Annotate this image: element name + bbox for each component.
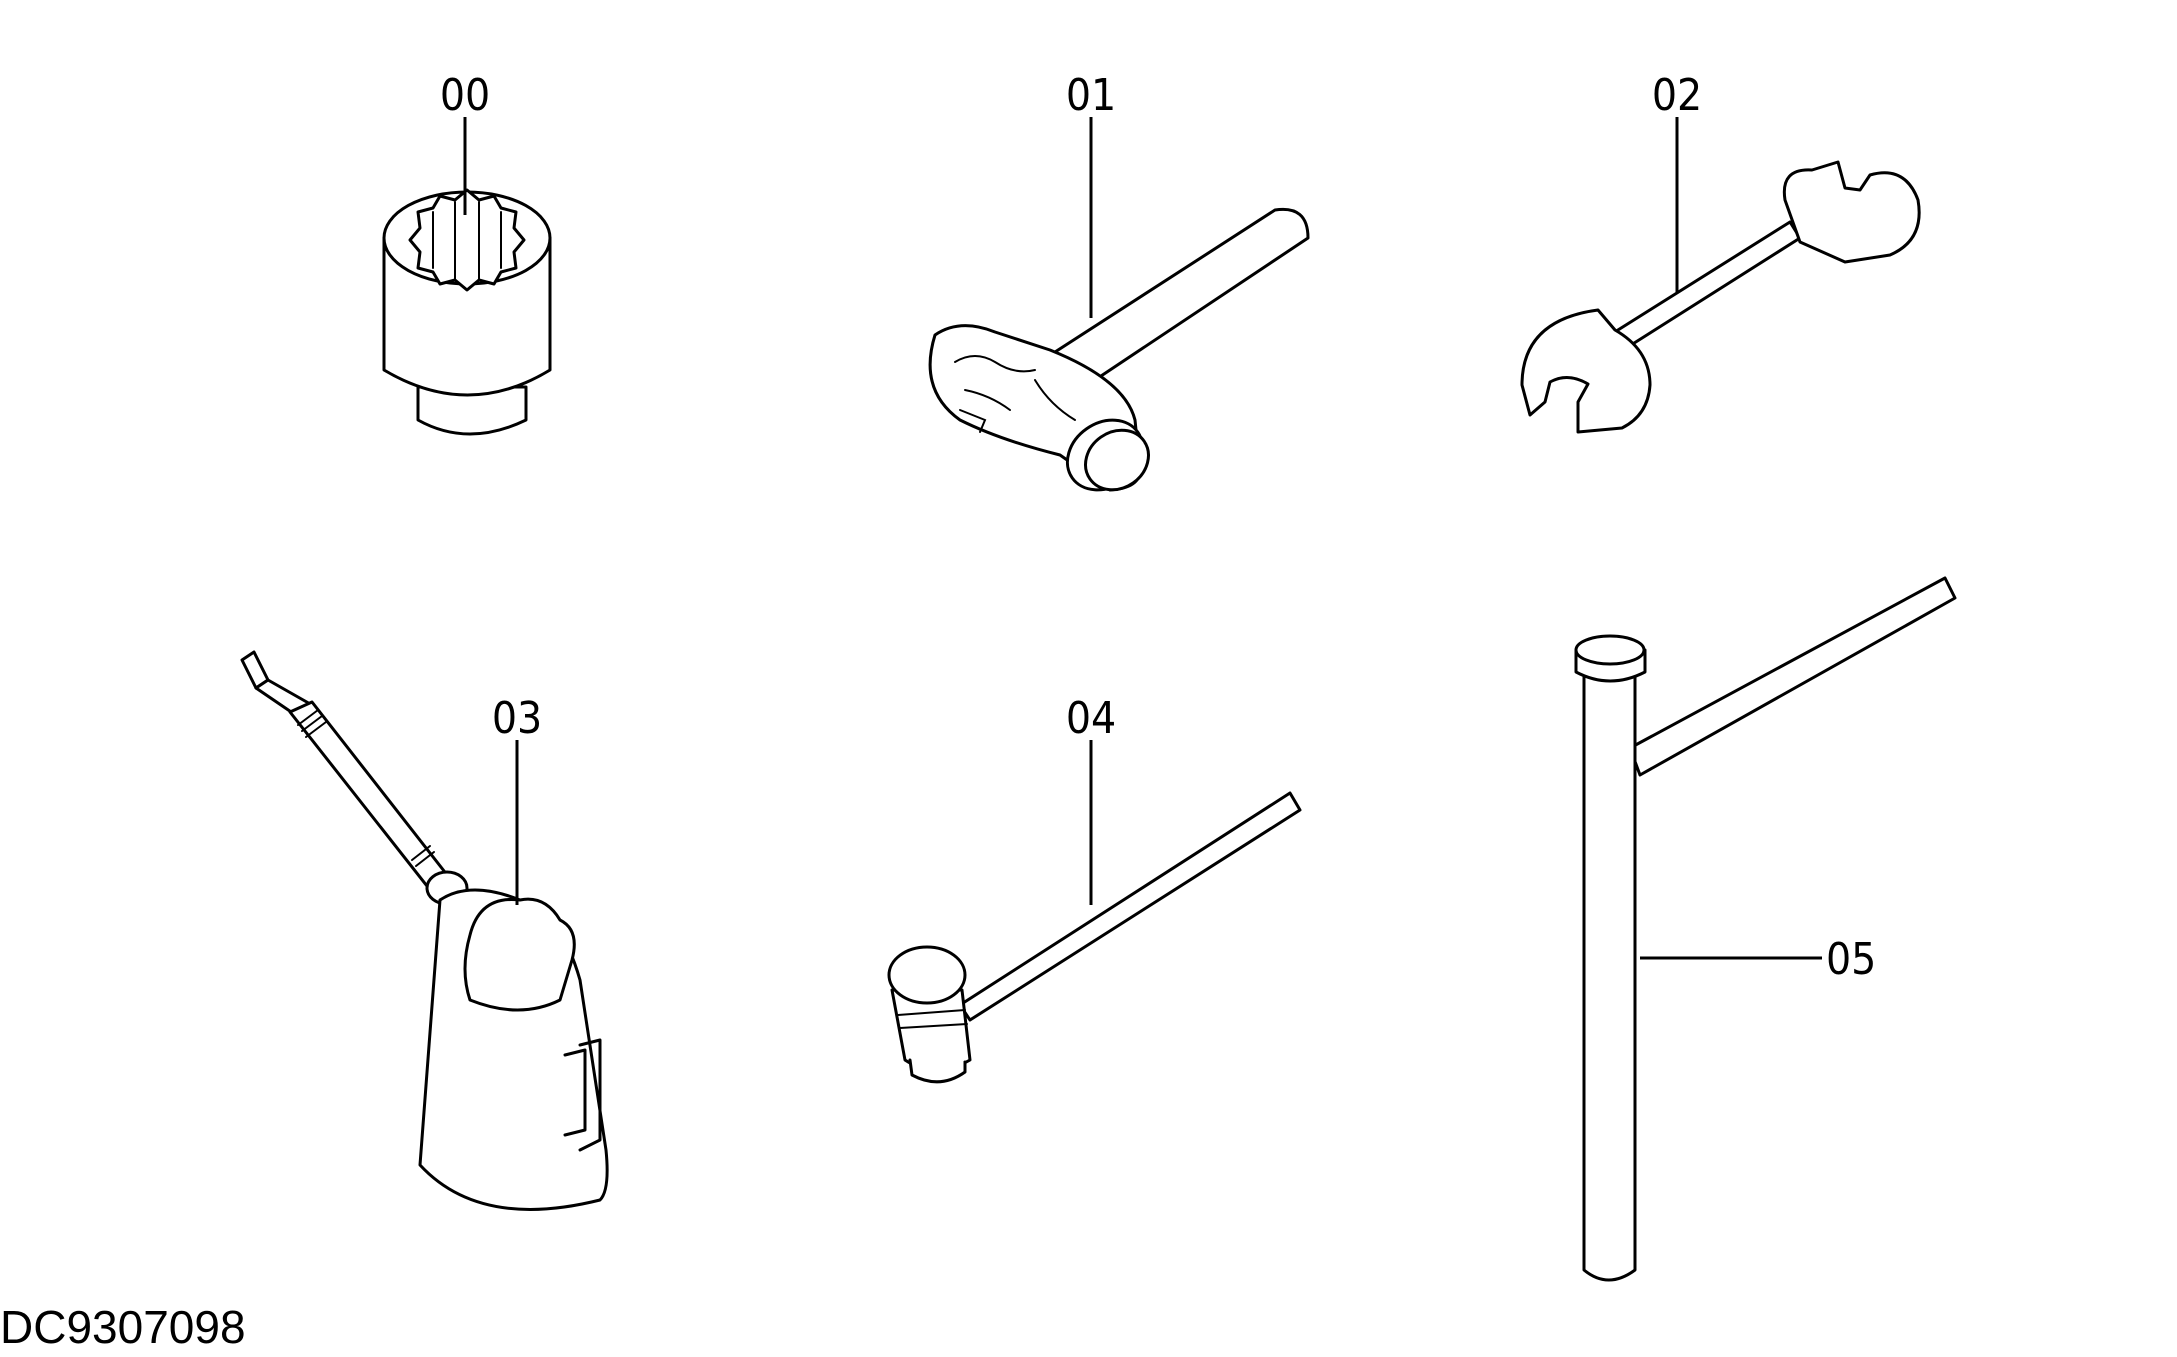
hammer-label: 01	[1066, 70, 1116, 121]
hammer-illustration	[928, 207, 1310, 492]
socket-label: 00	[440, 70, 490, 121]
mallet-label: 04	[1066, 693, 1116, 744]
wrench-label: 02	[1652, 70, 1702, 121]
oil-can-illustration	[240, 650, 609, 1211]
drawing-id: DC9307098	[0, 1301, 246, 1353]
socket-illustration	[382, 188, 552, 436]
t-bar-illustration	[1574, 576, 1957, 1282]
wrench-illustration	[1520, 160, 1921, 434]
t-bar-label: 05	[1826, 934, 1876, 985]
mallet-illustration	[887, 791, 1302, 1084]
oil-can-label: 03	[492, 693, 542, 744]
